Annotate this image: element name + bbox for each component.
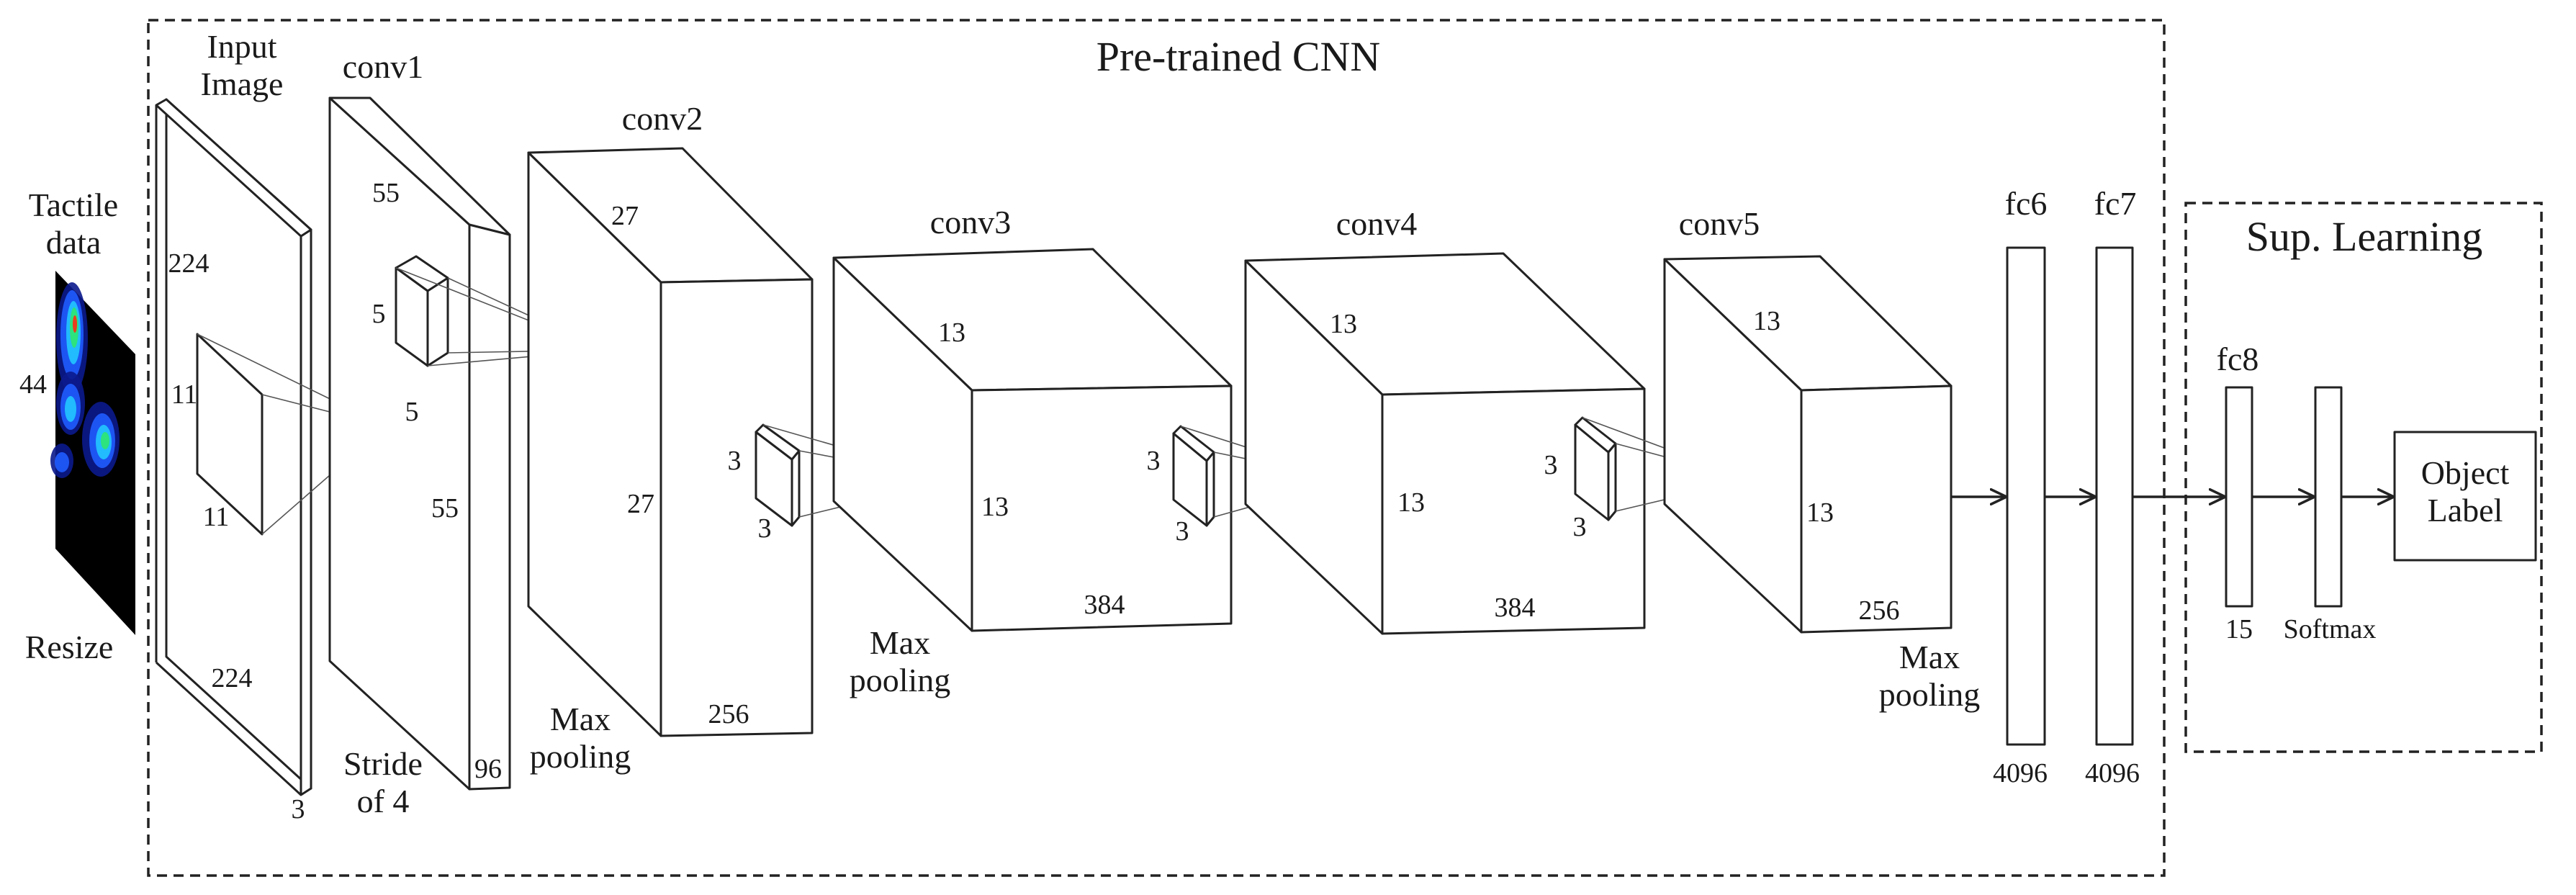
sup-learning-frame — [2184, 202, 2543, 753]
sup-learning-title: Sup. Learning — [2246, 213, 2483, 260]
conv2-dim-h: 27 — [611, 201, 639, 231]
conv3-dim-w: 13 — [981, 492, 1009, 522]
conv2-kernel-side — [791, 449, 801, 527]
conv5-front — [1800, 384, 1953, 634]
input-slab-top — [155, 98, 312, 238]
input-image-layer: Input Image 224 224 3 11 11 — [155, 28, 387, 824]
input-dim-h: 224 — [168, 248, 210, 279]
fc8-name: fc8 — [2217, 341, 2259, 377]
input-kernel-h: 11 — [171, 379, 198, 410]
tactile-dim-w: 44 — [99, 280, 126, 310]
conv5-name: conv5 — [1679, 205, 1760, 242]
conv4-kernel-side — [1607, 442, 1617, 521]
input-kernel-w: 11 — [203, 502, 230, 532]
resize-caption: Resize — [25, 629, 114, 665]
heatmap-blob — [101, 432, 109, 449]
conv1-layer: conv1 55 55 96 Stride of 4 5 5 — [328, 48, 604, 819]
fc8-bar — [2225, 386, 2253, 608]
conv5-depth: 256 — [1859, 595, 1900, 626]
conv1-kernel-h: 5 — [372, 299, 386, 329]
conv4-kernel-w: 3 — [1573, 512, 1587, 542]
input-image-name-line1: Input — [207, 28, 276, 65]
heatmap-blob — [73, 315, 77, 333]
conv5-dim-w: 13 — [1806, 498, 1834, 528]
conv2-note-line2: pooling — [530, 738, 631, 775]
fc6-layer: fc6 4096 — [1993, 185, 2048, 788]
conv5-dim-h: 13 — [1753, 306, 1780, 336]
tactile-dim-h: 44 — [19, 369, 47, 400]
conv1-kernel-side — [426, 276, 449, 367]
fc6-bar — [2006, 246, 2046, 746]
conv1-name: conv1 — [343, 48, 423, 85]
conv5-note-line1: Max — [1899, 639, 1960, 675]
softmax-layer: Softmax — [2284, 386, 2377, 644]
conv2-name: conv2 — [622, 100, 703, 137]
heatmap-blob — [55, 452, 69, 472]
input-dim-w: 224 — [212, 663, 253, 693]
fc7-layer: fc7 4096 — [2085, 185, 2140, 788]
conv2-layer: conv2 27 27 256 Max pooling 3 3 — [527, 100, 954, 775]
conv3-note-line1: Max — [870, 624, 930, 661]
conv1-slab-side — [468, 223, 511, 791]
fc8-size: 15 — [2225, 614, 2253, 644]
tactile-title-line1: Tactile — [29, 186, 118, 223]
conv5-layer: conv5 13 13 256 Max pooling — [1663, 205, 1981, 713]
conv1-slab-top — [328, 96, 511, 236]
tactile-title-line2: data — [46, 224, 102, 261]
conv3-dim-h: 13 — [938, 318, 965, 348]
conv4-layer: conv4 13 13 384 3 3 — [1244, 205, 1750, 635]
object-label-box — [2393, 431, 2537, 562]
conv3-name: conv3 — [930, 204, 1011, 240]
fc7-bar — [2095, 246, 2134, 746]
output-line1: Object — [2421, 454, 2510, 491]
fc7-size: 4096 — [2085, 758, 2140, 788]
heatmap-blob — [65, 396, 76, 422]
conv5-note-line2: pooling — [1879, 676, 1981, 713]
conv3-kernel-side — [1205, 451, 1215, 527]
conv3-note-line2: pooling — [850, 662, 951, 698]
conv4-name: conv4 — [1336, 205, 1417, 242]
output-line2: Label — [2428, 492, 2503, 529]
conv3-depth: 384 — [1084, 590, 1125, 620]
fc6-size: 4096 — [1993, 758, 2048, 788]
conv2-kernel-h: 3 — [728, 446, 742, 476]
conv3-front — [970, 384, 1233, 632]
conv4-dim-h: 13 — [1330, 309, 1357, 339]
conv1-kernel-w: 5 — [405, 397, 419, 427]
conv1-dim-h: 55 — [372, 178, 400, 208]
conv1-note-line1: Stride — [343, 745, 423, 782]
heatmap-blobs — [50, 282, 120, 478]
object-label-output: Object Label — [2393, 431, 2537, 562]
conv2-depth: 256 — [708, 699, 749, 729]
conv2-note-line1: Max — [550, 701, 611, 737]
pretrained-cnn-frame — [147, 19, 2166, 877]
input-depth: 3 — [292, 794, 305, 824]
tactile-input: Tactile data 44 44 Resize — [19, 186, 135, 665]
conv2-front — [659, 278, 814, 737]
conv3-kernel-w: 3 — [1176, 516, 1189, 547]
conv2-kernel-w: 3 — [758, 513, 772, 544]
conv1-depth: 96 — [474, 754, 502, 784]
pretrained-cnn-title: Pre-trained CNN — [1096, 33, 1381, 80]
input-slab-side — [300, 228, 312, 796]
conv1-dim-w: 55 — [431, 493, 459, 523]
input-image-name-line2: Image — [201, 66, 284, 102]
softmax-bar — [2314, 386, 2343, 608]
conv2-dim-w: 27 — [627, 489, 654, 519]
conv4-dim-w: 13 — [1397, 487, 1425, 518]
fc6-name: fc6 — [2005, 185, 2048, 222]
fc8-layer: fc8 15 — [2217, 341, 2259, 644]
conv3-kernel-h: 3 — [1147, 446, 1161, 476]
softmax-label: Softmax — [2284, 614, 2377, 644]
conv4-kernel-h: 3 — [1544, 450, 1558, 480]
conv4-depth: 384 — [1495, 593, 1536, 623]
fc7-name: fc7 — [2094, 185, 2137, 222]
conv1-note-line2: of 4 — [357, 783, 410, 819]
